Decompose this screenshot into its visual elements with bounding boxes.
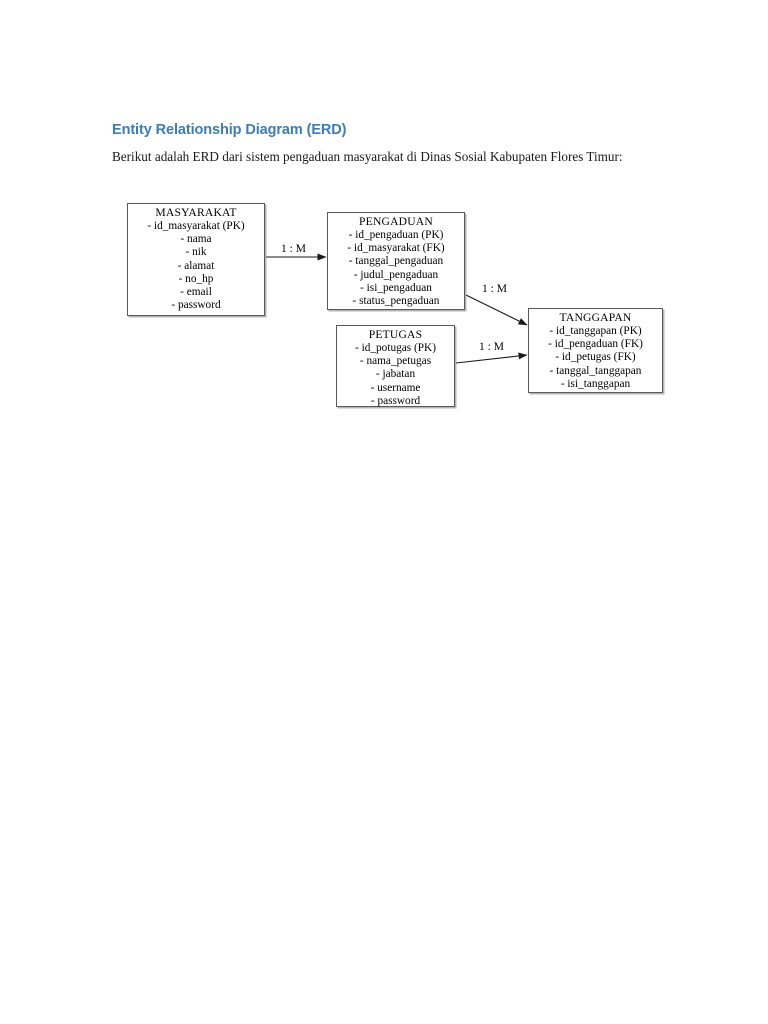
entity-attribute: - id_masyarakat (FK) bbox=[347, 242, 445, 255]
page-title: Entity Relationship Diagram (ERD) bbox=[112, 122, 347, 138]
entity-attribute-list: - id_potugas (PK) - nama_petugas - jabat… bbox=[337, 342, 454, 408]
entity-attribute: - id_tanggapan (PK) bbox=[549, 325, 642, 337]
entity-attribute: - email bbox=[180, 286, 212, 299]
entity-attribute: - alamat bbox=[177, 259, 215, 272]
entity-attribute: - isi_tanggapan bbox=[560, 377, 631, 390]
entity-attribute: - id_potugas (PK) bbox=[355, 342, 436, 354]
connector-pengaduan-tanggapan bbox=[465, 294, 528, 326]
entity-attribute: - id_masyarakat (PK) bbox=[147, 220, 245, 232]
entity-title-pengaduan: PENGADUAN bbox=[359, 215, 433, 228]
entity-attribute: - isi_pengaduan bbox=[360, 281, 432, 294]
entity-attribute: - judul_pengaduan bbox=[353, 268, 439, 281]
entity-attribute: - password bbox=[171, 299, 221, 312]
entity-attribute: - no_hp bbox=[178, 272, 214, 285]
entity-title-petugas: PETUGAS bbox=[368, 328, 423, 341]
entity-box-pengaduan[interactable]: PENGADUAN - id_pengaduan (PK) - id_masya… bbox=[327, 212, 465, 310]
entity-box-tanggapan[interactable]: TANGGAPAN - id_tanggapan (PK) - id_penga… bbox=[528, 308, 663, 393]
entity-attribute: - username bbox=[370, 381, 421, 394]
connector-petugas-tanggapan bbox=[455, 352, 528, 364]
entity-attribute: - id_pengaduan (FK) bbox=[548, 338, 643, 351]
entity-attribute: - tanggal_pengaduan bbox=[348, 255, 444, 268]
entity-attribute: - nama bbox=[180, 233, 212, 246]
entity-attribute: - id_pengaduan (PK) bbox=[348, 229, 444, 241]
entity-title-masyarakat: MASYARAKAT bbox=[155, 206, 237, 219]
entity-box-masyarakat[interactable]: MASYARAKAT - id_masyarakat (PK) - nama -… bbox=[127, 203, 265, 316]
entity-attribute-list: - id_masyarakat (PK) - nama - nik - alam… bbox=[128, 220, 264, 312]
cardinality-label-petugas-tanggapan: 1 : M bbox=[479, 341, 504, 353]
entity-attribute: - nama_petugas bbox=[359, 355, 432, 368]
entity-attribute: - status_pengaduan bbox=[352, 295, 440, 308]
entity-attribute: - tanggal_tanggapan bbox=[549, 364, 642, 377]
entity-attribute-list: - id_pengaduan (PK) - id_masyarakat (FK)… bbox=[328, 229, 464, 308]
cardinality-label-masyarakat-pengaduan: 1 : M bbox=[281, 243, 306, 255]
entity-attribute: - jabatan bbox=[375, 368, 416, 381]
entity-attribute: - nik bbox=[185, 246, 207, 259]
cardinality-label-pengaduan-tanggapan: 1 : M bbox=[482, 283, 507, 295]
entity-attribute: - password bbox=[370, 394, 421, 407]
entity-attribute-list: - id_tanggapan (PK) - id_pengaduan (FK) … bbox=[529, 325, 662, 391]
intro-paragraph: Berikut adalah ERD dari sistem pengaduan… bbox=[112, 149, 623, 164]
entity-attribute: - id_petugas (FK) bbox=[555, 351, 636, 364]
entity-title-tanggapan: TANGGAPAN bbox=[559, 311, 632, 324]
entity-box-petugas[interactable]: PETUGAS - id_potugas (PK) - nama_petugas… bbox=[336, 325, 455, 407]
